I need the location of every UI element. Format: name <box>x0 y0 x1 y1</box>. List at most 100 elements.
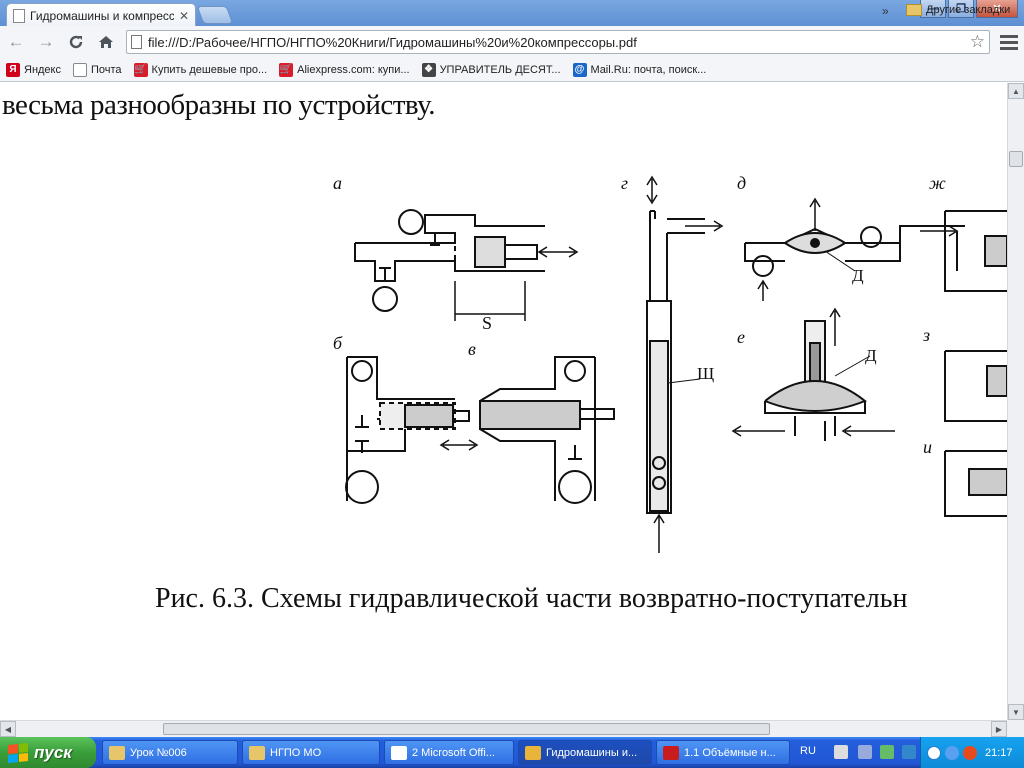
bookmark-item[interactable]: Я Яндекс <box>6 62 61 77</box>
word-icon <box>391 745 407 760</box>
figure-caption: Рис. 6.3. Схемы гидравлической части воз… <box>155 583 908 614</box>
shield-icon[interactable] <box>902 745 916 759</box>
taskbar-button[interactable]: 2 Microsoft Offi... <box>384 740 514 765</box>
logo-icon: ❖ <box>421 62 436 77</box>
app-tray-icon[interactable] <box>963 745 977 760</box>
url-text[interactable]: file:///D:/Рабочее/НГПО/НГПО%20Книги/Гид… <box>148 34 637 50</box>
scroll-corner <box>1007 720 1024 737</box>
chrome-icon <box>525 745 541 760</box>
system-tray: 21:17 <box>920 737 1024 768</box>
device-icon[interactable] <box>858 745 872 759</box>
figure-label-d: д <box>737 173 746 193</box>
scroll-right-arrow-icon[interactable]: ▶ <box>991 721 1007 737</box>
scheme-b <box>345 356 479 504</box>
clock: 21:17 <box>985 746 1013 759</box>
bookmark-item[interactable]: Почта <box>73 62 122 77</box>
network-tray-icon[interactable] <box>945 745 959 760</box>
tab-title: Гидромашины и компрессор <box>30 8 174 23</box>
pdf-icon <box>663 745 679 760</box>
taskbar-button[interactable]: НГПО МО <box>242 740 380 765</box>
collapse-tray-icon[interactable] <box>927 745 941 760</box>
network-icon[interactable] <box>880 745 894 759</box>
taskbar-button-label: Урок №006 <box>130 746 187 759</box>
scheme-e <box>731 307 895 441</box>
browser-tab[interactable]: Гидромашины и компрессор ✕ <box>6 3 196 27</box>
menu-icon[interactable] <box>1000 34 1018 50</box>
address-bar[interactable]: file:///D:/Рабочее/НГПО/НГПО%20Книги/Гид… <box>126 30 990 54</box>
cart-icon: 🛒 <box>133 62 148 77</box>
diaphragm-label: Д <box>865 346 877 365</box>
figure-label-v: в <box>468 339 476 359</box>
other-bookmarks-label: Другие закладки <box>926 4 1011 16</box>
home-icon <box>99 36 113 48</box>
scheme-zh-z-i <box>944 210 1007 517</box>
horizontal-scroll-thumb[interactable] <box>163 723 770 735</box>
taskbar-button-label: НГПО МО <box>270 746 322 759</box>
slot-label: Щ <box>697 364 714 383</box>
yandex-icon: Я <box>6 62 20 77</box>
browser-toolbar: ← → file:///D:/Рабочее/НГПО/НГПО%20Книги… <box>0 26 1024 58</box>
restore-button[interactable]: ❐ <box>948 0 974 18</box>
forward-button[interactable]: → <box>37 32 55 51</box>
language-indicator[interactable]: RU <box>800 745 816 757</box>
page-icon <box>131 35 142 49</box>
taskbar-button-label: 1.1 Объёмные н... <box>684 746 776 759</box>
bookmark-label: Mail.Ru: почта, поиск... <box>590 63 707 76</box>
bookmark-item[interactable]: 🛒Купить дешевые про... <box>133 62 268 77</box>
scheme-d <box>744 197 965 301</box>
diaphragm-label: Д <box>852 266 864 285</box>
taskbar-button[interactable]: Урок №006 <box>102 740 238 765</box>
taskbar-button-label: 2 Microsoft Offi... <box>412 746 495 759</box>
figure-label-i: и <box>923 437 932 457</box>
figure-label-a: а <box>333 173 342 193</box>
horizontal-scrollbar[interactable]: ◀ ▶ <box>0 720 1007 737</box>
taskbar: пуск Урок №006 НГПО МО 2 Microsoft Offi...… <box>0 737 1024 768</box>
windows-flag-icon <box>8 742 28 763</box>
scroll-left-arrow-icon[interactable]: ◀ <box>0 721 16 737</box>
bookmark-item[interactable]: ❖УПРАВИТЕЛЬ ДЕСЯТ... <box>421 62 561 77</box>
start-label: пуск <box>34 742 72 762</box>
scroll-down-arrow-icon[interactable]: ▼ <box>1008 704 1024 720</box>
bookmark-item[interactable]: 🛒Aliexpress.com: купи... <box>279 62 410 77</box>
back-button[interactable]: ← <box>7 32 25 51</box>
mailru-icon: @ <box>572 62 587 77</box>
figure-label-z: з <box>922 325 930 345</box>
tab-close-button[interactable]: ✕ <box>178 8 189 23</box>
window-controls: — ❐ ✕ <box>920 0 1018 18</box>
new-tab-button[interactable] <box>196 6 234 24</box>
bookmark-item[interactable]: @Mail.Ru: почта, поиск... <box>572 62 707 77</box>
scroll-up-arrow-icon[interactable]: ▲ <box>1008 83 1024 99</box>
bookmark-label: Яндекс <box>24 63 61 76</box>
page-icon <box>13 8 25 23</box>
bookmark-star-icon[interactable]: ☆ <box>969 32 985 51</box>
folder-icon <box>109 745 125 760</box>
bookmarks-overflow-button[interactable]: » <box>882 4 889 18</box>
scheme-a <box>354 209 579 321</box>
hydraulic-schemes-figure: а б в г д е ж з и S Д Д Щ <box>333 173 1007 553</box>
bookmark-label: Купить дешевые про... <box>151 63 268 76</box>
pdf-viewport[interactable]: весьма разнообразны по устройству. а б в… <box>0 83 1007 720</box>
reload-icon <box>69 35 83 49</box>
other-bookmarks-button[interactable]: Другие закладки <box>906 4 1010 16</box>
close-window-button[interactable]: ✕ <box>976 0 1018 18</box>
taskbar-button[interactable]: Гидромашины и... <box>518 740 652 765</box>
page-icon <box>73 62 87 77</box>
taskbar-button[interactable]: 1.1 Объёмные н... <box>656 740 790 765</box>
folder-icon <box>906 4 922 16</box>
printer-icon[interactable] <box>834 745 848 759</box>
reload-button[interactable] <box>66 32 86 52</box>
tab-strip: Гидромашины и компрессор ✕ — ❐ ✕ <box>0 0 1024 27</box>
figure-label-g: г <box>621 173 628 193</box>
vertical-scroll-thumb[interactable] <box>1009 151 1023 167</box>
home-button[interactable] <box>96 32 116 52</box>
cart-icon: 🛒 <box>279 62 294 77</box>
taskbar-button-label: Гидромашины и... <box>546 746 638 759</box>
bookmark-label: Aliexpress.com: купи... <box>297 63 410 76</box>
scheme-v <box>479 356 615 504</box>
figure-label-b: б <box>333 333 343 353</box>
folder-icon <box>249 745 265 760</box>
start-button[interactable]: пуск <box>0 737 96 768</box>
bookmark-label: УПРАВИТЕЛЬ ДЕСЯТ... <box>439 63 561 76</box>
vertical-scrollbar[interactable]: ▲ ▼ <box>1007 83 1024 720</box>
